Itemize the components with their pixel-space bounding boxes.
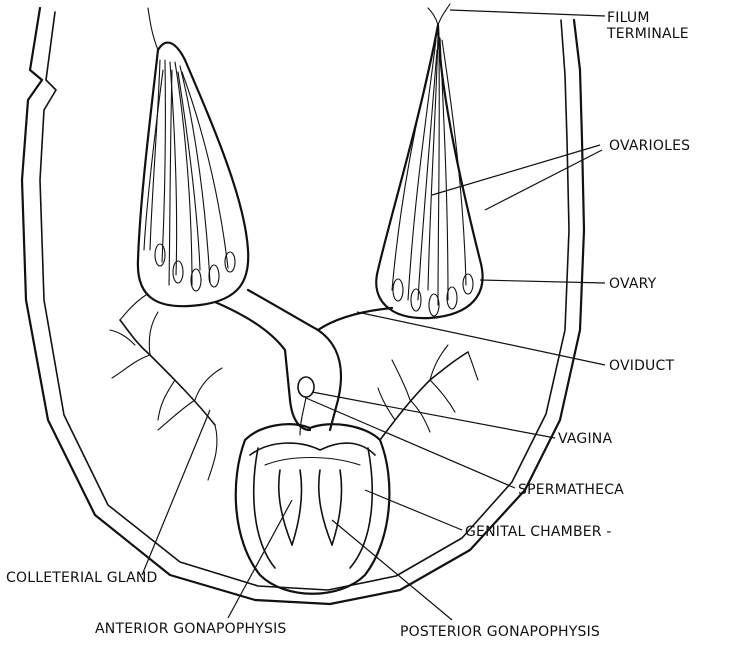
right-colleterial-gland — [378, 345, 478, 440]
left-ovary — [138, 43, 248, 307]
anterior-gonapophysis — [279, 470, 302, 545]
left-eggs — [155, 244, 235, 291]
leader-ovary — [480, 280, 605, 283]
labels: FILUM TERMINALE OVARIOLES OVARY OVIDUCT … — [6, 10, 690, 640]
left-colleterial-gland — [110, 295, 222, 480]
label-ovary: OVARY — [609, 276, 657, 292]
left-ovarioles — [144, 60, 228, 285]
leader-vagina — [312, 392, 555, 438]
label-anterior-gonapophysis: ANTERIOR GONAPOPHYSIS — [95, 621, 287, 637]
label-colleterial-gland: COLLETERIAL GLAND — [6, 570, 158, 586]
leader-colleterial — [142, 410, 210, 575]
abdominal-wall — [22, 8, 584, 604]
posterior-gonapophysis — [319, 470, 342, 545]
label-filum-terminale-line2: TERMINALE — [606, 26, 689, 42]
label-spermatheca: SPERMATHECA — [518, 482, 624, 498]
label-vagina: VAGINA — [558, 431, 612, 447]
leader-filum — [450, 10, 605, 16]
internal-ducts — [250, 443, 375, 465]
label-filum-terminale-line1: FILUM — [607, 10, 650, 26]
leader-oviduct — [357, 312, 605, 365]
label-genital-chamber: GENITAL CHAMBER - — [465, 524, 612, 540]
right-ovary — [376, 25, 482, 318]
filum-terminale — [148, 4, 450, 50]
leader-genital-chamber — [365, 490, 462, 530]
label-ovarioles: OVARIOLES — [609, 138, 690, 154]
leader-spermatheca — [306, 398, 515, 488]
label-posterior-gonapophysis: POSTERIOR GONAPOPHYSIS — [400, 624, 600, 640]
label-oviduct: OVIDUCT — [609, 358, 674, 374]
